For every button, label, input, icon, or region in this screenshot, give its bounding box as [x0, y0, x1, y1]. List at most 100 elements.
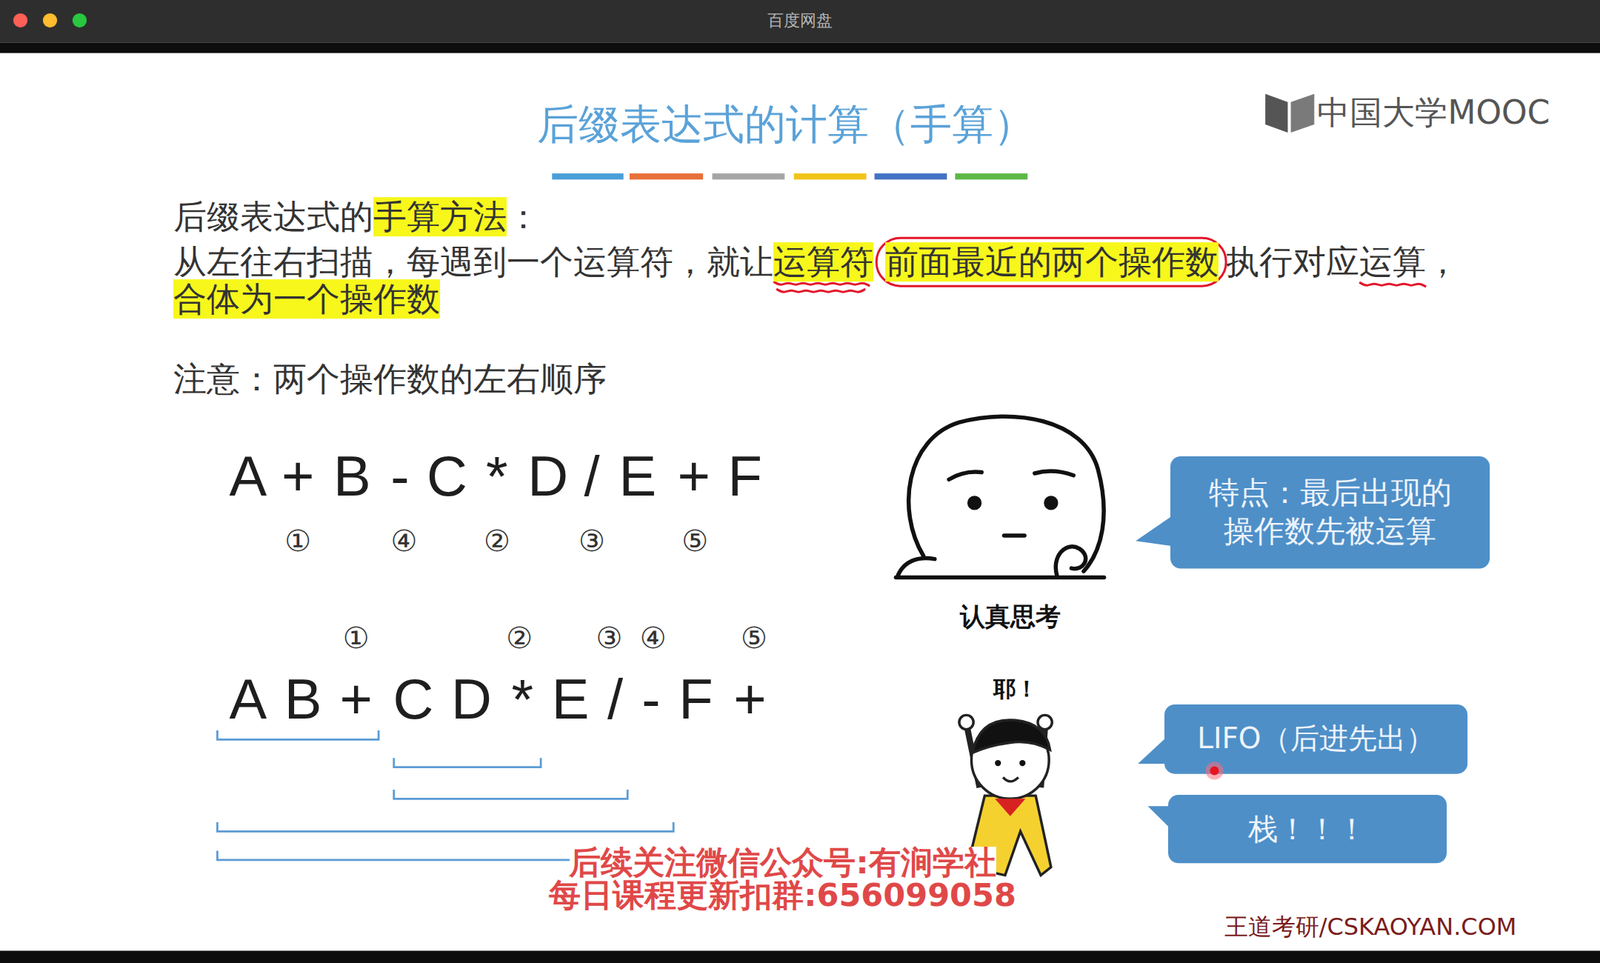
color-bar: [712, 173, 786, 180]
eyebrow: [948, 471, 982, 480]
zoom-button: [72, 13, 87, 28]
red-underline: [773, 281, 870, 286]
infix-token: E: [619, 444, 658, 509]
bracket-group: [217, 730, 776, 860]
callout-text: 栈！！！: [1248, 810, 1367, 848]
body-text: ，: [1425, 242, 1460, 282]
callout-number: ②: [505, 620, 533, 655]
postfix-token: F: [678, 666, 713, 732]
pointer-glow: [1205, 761, 1223, 780]
body-text: ：: [506, 197, 540, 238]
watermark: 每日课程更新扣群:656099058: [548, 880, 1016, 913]
site-credit: 王道考研/CSKAOYAN.COM: [1224, 912, 1518, 940]
postfix-token: D: [451, 666, 492, 732]
callout-bubble: 特点：最后出现的操作数先被运算: [1170, 456, 1490, 569]
red-underline: [1359, 282, 1426, 287]
callout-number: ①: [284, 523, 312, 558]
eye: [994, 760, 1001, 766]
logo-icon: [1291, 94, 1315, 133]
window-frame: [0, 42, 1600, 54]
postfix-token: A: [228, 666, 267, 732]
body-text: 注意：两个操作数的左右顺序: [173, 360, 607, 400]
logo-text: 中国大学MOOC: [1317, 93, 1550, 132]
infix-token: +: [281, 444, 315, 509]
figure-caption: 认真思考: [960, 602, 1061, 632]
bracket: [217, 730, 379, 740]
eye: [969, 497, 980, 509]
title-bar: [0, 0, 1600, 43]
minimize-button: [42, 13, 58, 28]
callout-number: ②: [483, 523, 511, 558]
postfix-token: B: [284, 666, 323, 732]
infix-token: *: [485, 444, 509, 509]
body-line: 合体为一个操作数: [173, 280, 440, 319]
slide-title: 后缀表达式的计算（手算）: [537, 100, 1035, 149]
callout-number: ⑤: [740, 620, 768, 655]
postfix-token: +: [340, 666, 373, 732]
arm-line: [897, 558, 935, 576]
close-button: [13, 13, 28, 28]
color-bar: [551, 173, 623, 180]
highlight-text: 前面最近的两个操作数: [885, 242, 1219, 282]
mouth: [1004, 533, 1026, 538]
callout-number: ④: [640, 620, 667, 655]
logo-icon: [1265, 94, 1288, 133]
eye: [1045, 497, 1057, 509]
body-line: 后缀表达式的手算方法：: [173, 198, 540, 238]
body-text: 后缀表达式的: [173, 197, 374, 238]
postfix-token: *: [511, 666, 535, 732]
red-underline: [776, 288, 866, 292]
color-bar: [874, 173, 948, 180]
bubble-tail: [1137, 737, 1167, 764]
scarf: [994, 798, 1026, 816]
body-text: 执行对应: [1225, 242, 1360, 282]
callout-number: ①: [342, 620, 370, 655]
infix-token: +: [677, 444, 711, 509]
postfix-token: +: [733, 666, 766, 732]
window-frame: [0, 950, 1600, 963]
infix-token: A: [228, 444, 267, 509]
body-text: 从左往右扫描，每遇到一个运算符，就让: [173, 242, 774, 282]
window-title: 百度网盘: [767, 11, 833, 30]
body-text: 运算: [1359, 242, 1426, 282]
bubble-tail: [1148, 805, 1172, 829]
highlight-text: 合体为一个操作数: [173, 279, 440, 319]
red-circle-mark: [876, 237, 1226, 286]
body-line: 注意：两个操作数的左右顺序: [173, 360, 607, 400]
bubble-body: [1168, 794, 1447, 863]
thinking-figure: [895, 416, 1104, 578]
postfix-token: C: [392, 666, 434, 732]
mouth: [1002, 777, 1019, 782]
color-bar: [629, 173, 703, 180]
bracket: [217, 822, 674, 832]
callout-number: ⑤: [681, 523, 709, 558]
hand: [1055, 546, 1086, 577]
highlight-text: 运算符: [773, 242, 874, 282]
infix-token: D: [527, 444, 569, 509]
highlight-text: 手算方法: [373, 197, 507, 238]
callout-bubble: 栈！！！: [1168, 794, 1447, 863]
callout-text: LIFO（后进先出）: [1197, 720, 1435, 758]
hand: [1037, 714, 1052, 729]
bracket: [394, 757, 541, 767]
body-line: 从左往右扫描，每遇到一个运算符，就让运算符前面最近的两个操作数执行对应运算，: [173, 242, 1460, 282]
callout-text: 特点：最后出现的操作数先被运算: [1202, 474, 1458, 551]
callout-number: ③: [595, 620, 623, 655]
bubble-body: [1170, 456, 1490, 569]
callout-bubble: LIFO（后进先出）: [1164, 704, 1468, 775]
postfix-token: /: [607, 666, 623, 732]
bracket: [394, 789, 628, 799]
bubble-shape: [1170, 456, 1490, 569]
callout-number: ③: [578, 523, 606, 558]
bubble-tail: [1135, 515, 1173, 546]
eye: [1019, 760, 1026, 766]
infix-token: /: [583, 444, 600, 509]
postfix-token: E: [551, 666, 590, 732]
color-bar: [794, 173, 867, 180]
callout-number: ④: [391, 523, 418, 558]
table-line: [895, 575, 1104, 580]
infix-token: B: [333, 444, 372, 509]
infix-token: -: [390, 444, 409, 509]
color-bar: [954, 173, 1028, 180]
hand: [959, 714, 974, 729]
